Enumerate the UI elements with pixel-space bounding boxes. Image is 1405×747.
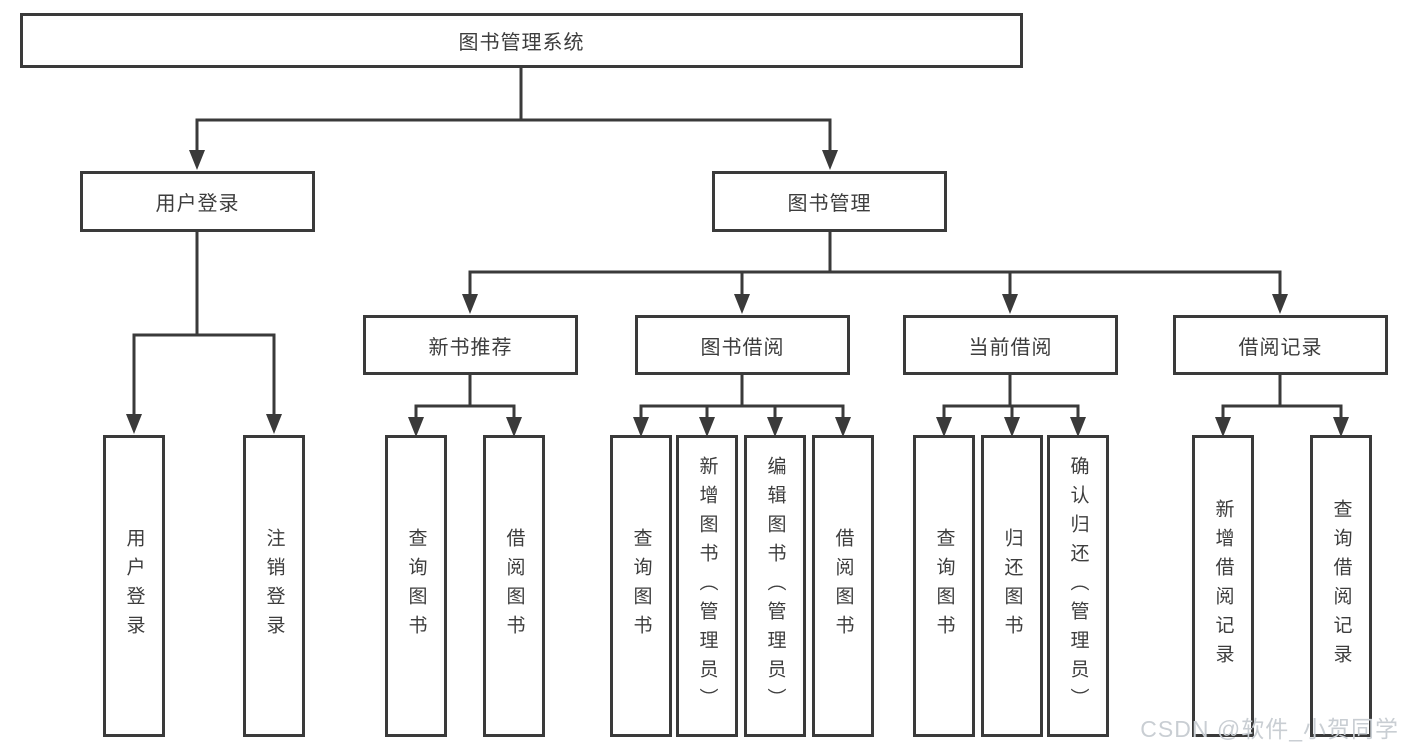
node-leaf-user-login: 用户登录: [103, 435, 165, 737]
watermark: CSDN @软件_小贺同学: [1140, 716, 1399, 742]
node-book-borrowing-label: 图书借阅: [700, 336, 785, 359]
connector-book-borrowing: [639, 375, 845, 419]
node-leaf-cb-query-books: 查询图书: [913, 435, 975, 737]
connector-user-login: [132, 232, 276, 416]
node-leaf-bb-query-books-label: 查询图书: [630, 528, 652, 644]
node-leaf-cb-confirm-return-admin: 确认归还（管理员）: [1047, 435, 1109, 737]
node-leaf-bb-edit-books-admin-label: 编辑图书（管理员）: [764, 455, 786, 717]
node-book-management-label: 图书管理: [787, 193, 872, 215]
node-leaf-bb-edit-books-admin: 编辑图书（管理员）: [744, 435, 806, 737]
connector-root: [195, 68, 832, 152]
node-leaf-bb-add-books-admin-label: 新增图书（管理员）: [696, 455, 718, 717]
node-leaf-nbr-query-books-label: 查询图书: [405, 528, 427, 644]
node-leaf-cb-query-books-label: 查询图书: [933, 528, 955, 644]
connector-current-borrowing: [942, 375, 1080, 419]
node-borrowing-records: 借阅记录: [1173, 315, 1388, 375]
node-root-label: 图书管理系统: [458, 32, 585, 54]
node-borrowing-records-label: 借阅记录: [1238, 336, 1323, 359]
node-leaf-logout-label: 注销登录: [263, 528, 285, 644]
node-leaf-br-query-record-label: 查询借阅记录: [1330, 499, 1352, 673]
node-user-login-label: 用户登录: [155, 193, 240, 215]
node-user-login: 用户登录: [80, 171, 315, 232]
node-current-borrowing-label: 当前借阅: [968, 336, 1053, 359]
node-leaf-nbr-query-books: 查询图书: [385, 435, 447, 737]
node-root: 图书管理系统: [20, 13, 1023, 68]
connector-new-book-recommend: [414, 375, 516, 419]
node-leaf-user-login-label: 用户登录: [123, 528, 145, 644]
node-leaf-logout: 注销登录: [243, 435, 305, 737]
node-current-borrowing: 当前借阅: [903, 315, 1118, 375]
node-new-book-recommend: 新书推荐: [363, 315, 578, 375]
node-book-management: 图书管理: [712, 171, 947, 232]
node-leaf-cb-return-books: 归还图书: [981, 435, 1043, 737]
node-leaf-nbr-borrow-books: 借阅图书: [483, 435, 545, 737]
node-leaf-cb-return-books-label: 归还图书: [1001, 528, 1023, 644]
connector-borrowing-records: [1221, 375, 1343, 419]
node-leaf-bb-query-books: 查询图书: [610, 435, 672, 737]
node-leaf-bb-add-books-admin: 新增图书（管理员）: [676, 435, 738, 737]
node-leaf-bb-borrow-books: 借阅图书: [812, 435, 874, 737]
connector-book-management: [468, 232, 1282, 296]
node-leaf-br-query-record: 查询借阅记录: [1310, 435, 1372, 737]
node-new-book-recommend-label: 新书推荐: [428, 336, 513, 359]
node-leaf-br-add-record: 新增借阅记录: [1192, 435, 1254, 737]
node-book-borrowing: 图书借阅: [635, 315, 850, 375]
node-leaf-cb-confirm-return-admin-label: 确认归还（管理员）: [1067, 455, 1089, 717]
node-leaf-br-add-record-label: 新增借阅记录: [1212, 499, 1234, 673]
node-leaf-bb-borrow-books-label: 借阅图书: [832, 528, 854, 644]
node-leaf-nbr-borrow-books-label: 借阅图书: [503, 528, 525, 644]
